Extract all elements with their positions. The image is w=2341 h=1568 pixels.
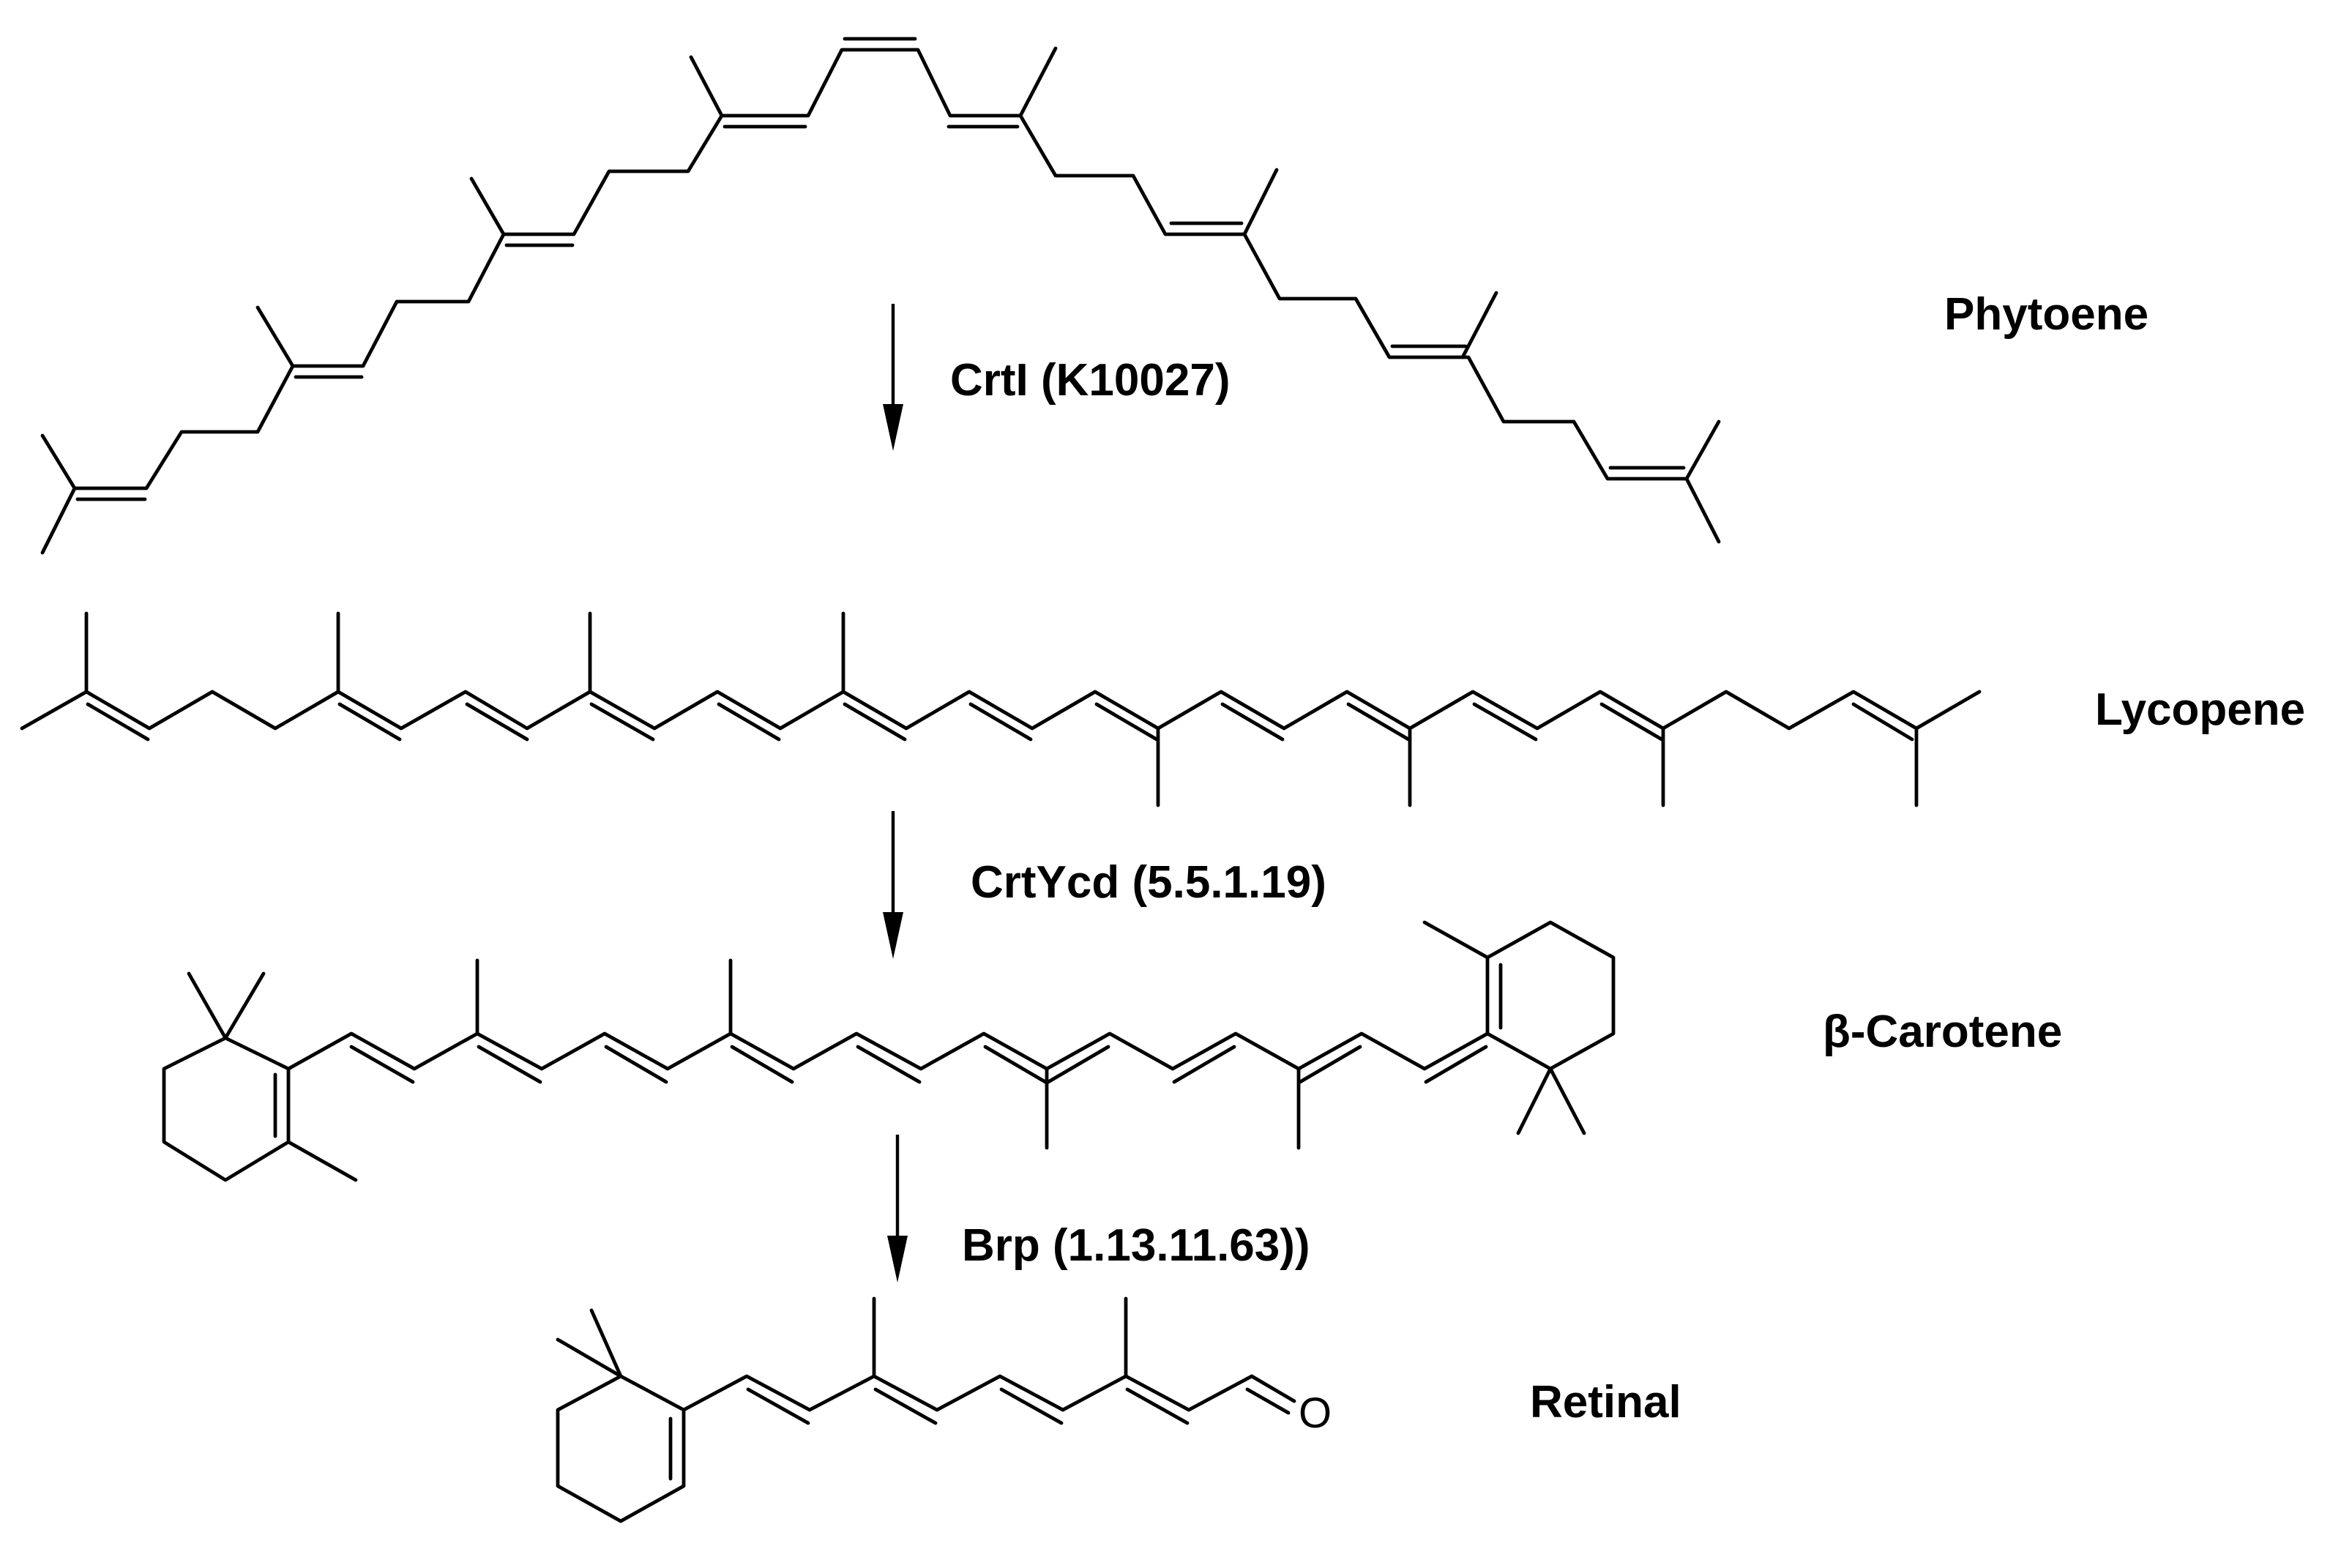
compound-label-phytoene: Phytoene <box>1944 289 2148 340</box>
enzyme-label-brp: Brp (1.13.11.63)) <box>962 1220 1310 1271</box>
compound-label-retinal: Retinal <box>1530 1377 1681 1427</box>
lycopene-structure <box>20 611 1982 807</box>
arrow-phytoene-to-lycopene <box>883 304 903 451</box>
retinal-structure: O <box>556 1296 1332 1523</box>
compound-label-beta-carotene: β-Carotene <box>1823 1007 2062 1057</box>
beta-carotene-structure <box>162 920 1616 1182</box>
phytoene-structure <box>40 37 1721 555</box>
compound-label-lycopene: Lycopene <box>2095 684 2305 735</box>
enzyme-label-crti: CrtI (K10027) <box>950 355 1230 406</box>
arrow-beta-carotene-to-retinal <box>887 1135 908 1283</box>
oxygen-atom-label: O <box>1299 1389 1332 1437</box>
arrow-lycopene-to-beta-carotene <box>883 811 903 959</box>
enzyme-label-crtycd: CrtYcd (5.5.1.19) <box>971 857 1326 908</box>
